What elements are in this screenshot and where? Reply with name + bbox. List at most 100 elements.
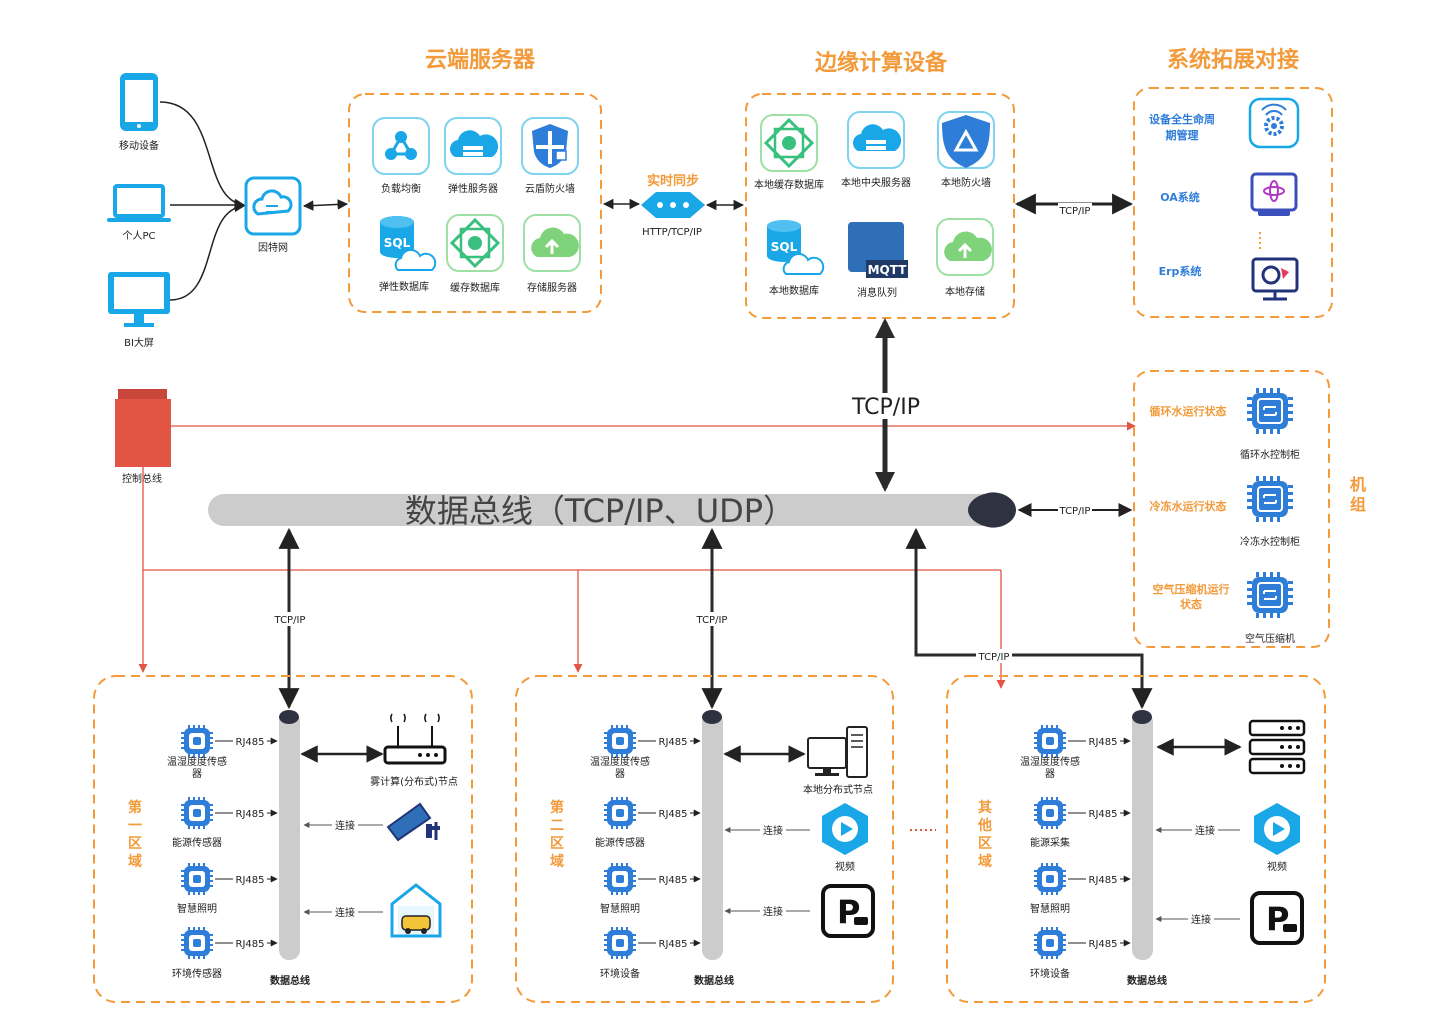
erp-icon [1251,257,1299,301]
ext-item-label: 设备全生命周 [1149,112,1215,126]
main-protocol: TCP/IP [851,395,920,420]
ext-title: 系统拓展对接 [1167,47,1299,73]
video-icon [1254,803,1300,855]
sensor-label-2: 器 [615,768,625,780]
desktop-icon [807,726,868,778]
rj485-label: RJ485 [659,737,688,748]
video-icon [822,803,868,855]
internet-label: 因特网 [258,242,288,254]
sensor-chip-icon [1034,797,1066,829]
zone1-link-protocol: TCP/IP [274,615,306,626]
ext-link-protocol: TCP/IP [1059,206,1091,217]
zone2-bus [702,710,723,960]
rj485-label: RJ485 [1089,939,1118,950]
cloud-item-label: 弹性数据库 [379,280,429,293]
ext-item-label: Erp系统 [1159,264,1202,278]
rj485-label: RJ485 [1089,875,1118,886]
unit-state-label: 冷冻水运行状态 [1150,499,1227,513]
zone-title-char: 区 [978,836,992,852]
zone1-node-label: 雾计算(分布式)节点 [370,775,458,788]
edge-item-label: 本地缓存数据库 [754,178,824,191]
rj485-label: RJ485 [236,939,265,950]
zone3-bus-label: 数据总线 [1127,974,1167,987]
unit-title: 机 [1350,475,1366,494]
sensor-label: 温湿度度传感 [167,755,227,768]
storage-server: 存储服务器 [523,214,581,294]
mobile-device: 移动设备 [119,73,159,152]
zone3-video-label: 视频 [1267,860,1287,873]
chip-icon [1246,475,1294,523]
connect-label: 连接 [763,824,783,837]
router-icon [383,713,447,765]
sensor-chip-icon [604,797,636,829]
cloud-firewall: 云盾防火墙 [521,117,579,195]
sql-icon: SQL [380,216,437,271]
unit-link-protocol: TCP/IP [1059,506,1091,517]
shield-icon [532,124,568,168]
zone2-bus-label: 数据总线 [694,974,734,987]
sensor-item: RJ485 环境设备 [1030,927,1131,980]
rj485-label: RJ485 [659,875,688,886]
cloud-item-label: 弹性服务器 [448,182,498,195]
shield-icon [942,115,990,168]
local-central-server: 本地中央服务器 [841,111,911,189]
edge-item-label: 本地中央服务器 [841,176,911,189]
pc-label: 个人PC [122,230,155,242]
sensor-label-2: 器 [192,768,202,780]
zone2-link-protocol: TCP/IP [696,615,728,626]
oa-icon [1250,172,1298,216]
edge-item-label: 本地防火墙 [941,176,991,189]
rj485-label: RJ485 [659,809,688,820]
mqtt-icon: MQTT [848,222,908,278]
unit-state-label: 空气压缩机运行 [1153,582,1230,596]
sensor-chip-icon [604,863,636,895]
message-queue: MQTT 消息队列 [848,222,908,299]
sync-title: 实时同步 [647,173,699,189]
chip-icon [1246,387,1294,435]
connect-label: 连接 [763,905,783,918]
unit-device-label: 冷冻水控制柜 [1240,535,1300,548]
sync-icon [641,192,705,218]
elastic-database: SQL 弹性数据库 [379,216,437,293]
monitor-icon [108,272,170,327]
unit-state-label-2: 状态 [1180,597,1202,611]
cloud-upload-icon [944,231,992,261]
ext-item-label: OA系统 [1160,190,1200,204]
rj485-label: RJ485 [1089,737,1118,748]
connect-label: 连接 [1195,824,1215,837]
zone1-bus-label: 数据总线 [270,974,310,987]
rj485-label: RJ485 [236,875,265,886]
sensor-label: 智慧照明 [600,902,640,915]
personal-pc: 个人PC [107,184,171,242]
zone2-node-label: 本地分布式节点 [803,783,873,796]
camera-icon [386,802,440,842]
sensor-chip-icon [181,863,213,895]
cloud-title: 云端服务器 [425,48,536,73]
sensor-label: 智慧照明 [177,902,217,915]
phone-icon [120,73,158,131]
svg-text:MQTT: MQTT [868,263,908,277]
sensor-item: RJ485 智慧照明 [177,863,278,915]
local-storage: 本地存储 [936,218,994,298]
control-bus-label: 控制总线 [122,472,162,485]
ext-box [1133,87,1333,318]
local-firewall: 本地防火墙 [937,111,995,189]
zone-title-char: 一 [128,818,142,834]
unit-device-label: 空气压缩机 [1245,632,1295,645]
svg-text:SQL: SQL [771,240,798,254]
sensor-chip-icon [604,927,636,959]
sql-icon: SQL [767,220,825,275]
rj485-label: RJ485 [236,737,265,748]
zone2-video-label: 视频 [835,860,855,873]
cloud-item-label: 云盾防火墙 [525,182,575,195]
sensor-chip-icon [1034,927,1066,959]
cloud-server-icon [853,124,902,151]
sensor-label: 环境设备 [1030,967,1070,980]
